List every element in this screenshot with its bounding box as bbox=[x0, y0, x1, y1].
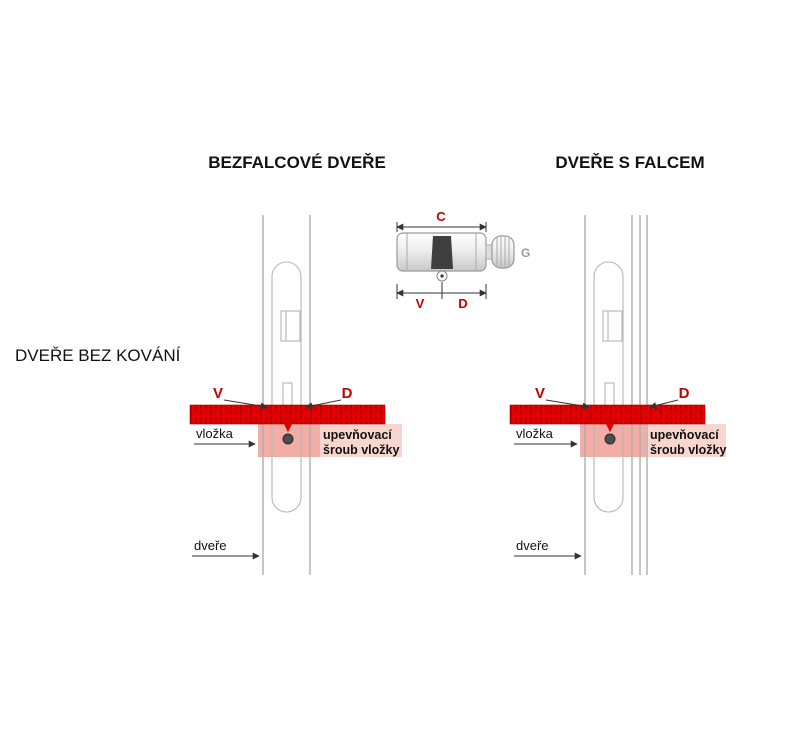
ruler-right bbox=[509, 404, 706, 425]
cylinder-cam bbox=[431, 236, 453, 269]
cylinder-slot-left bbox=[282, 382, 293, 407]
knob-label-g: G bbox=[521, 246, 530, 260]
label-dvere-left: dveře bbox=[194, 538, 227, 553]
dim-v-left: V bbox=[213, 385, 223, 402]
latch-left bbox=[280, 310, 301, 342]
screw-label-highlight-right bbox=[646, 424, 726, 457]
left-diagram-annotations: V D vložka upevňovací šroub vložky dveře bbox=[192, 385, 399, 560]
door-outline-bezfalcove bbox=[262, 215, 311, 575]
screw-label-highlight-left bbox=[320, 424, 402, 457]
dim-d-left: D bbox=[342, 385, 353, 402]
dim-d-cylinder: D bbox=[458, 296, 467, 311]
cylinder-slot-right bbox=[604, 382, 615, 407]
dim-v-cylinder: V bbox=[416, 296, 425, 311]
faceplate-left bbox=[271, 261, 302, 513]
door-outline-s-falcem bbox=[584, 215, 648, 575]
label-vlozka-left: vložka bbox=[196, 426, 234, 441]
dim-d-right: D bbox=[679, 385, 690, 402]
label-dvere-bez-kovani: DVEŘE BEZ KOVÁNÍ bbox=[15, 346, 181, 365]
label-dvere-right: dveře bbox=[516, 538, 549, 553]
title-dvere-s-falcem: DVEŘE S FALCEM bbox=[555, 153, 704, 172]
fixing-screw-right bbox=[604, 433, 616, 445]
fixing-screw-left bbox=[282, 433, 294, 445]
highlight-zone-right bbox=[580, 424, 726, 457]
dim-v-right: V bbox=[535, 385, 545, 402]
label-screw-left-line1: upevňovací bbox=[323, 428, 392, 442]
label-screw-right-line2: šroub vložky bbox=[650, 443, 726, 457]
cylinder-knob bbox=[491, 235, 515, 269]
label-screw-right-line1: upevňovací bbox=[650, 428, 719, 442]
right-diagram-annotations: V D vložka upevňovací šroub vložky dveře bbox=[514, 385, 726, 560]
dim-c-cylinder: C bbox=[436, 209, 446, 224]
cylinder-detail: C G V D bbox=[396, 209, 530, 311]
title-bezfalcove-dvere: BEZFALCOVÉ DVEŘE bbox=[208, 153, 386, 172]
label-vlozka-right: vložka bbox=[516, 426, 554, 441]
faceplate-right bbox=[593, 261, 624, 513]
label-screw-left-line2: šroub vložky bbox=[323, 443, 399, 457]
latch-right bbox=[602, 310, 623, 342]
